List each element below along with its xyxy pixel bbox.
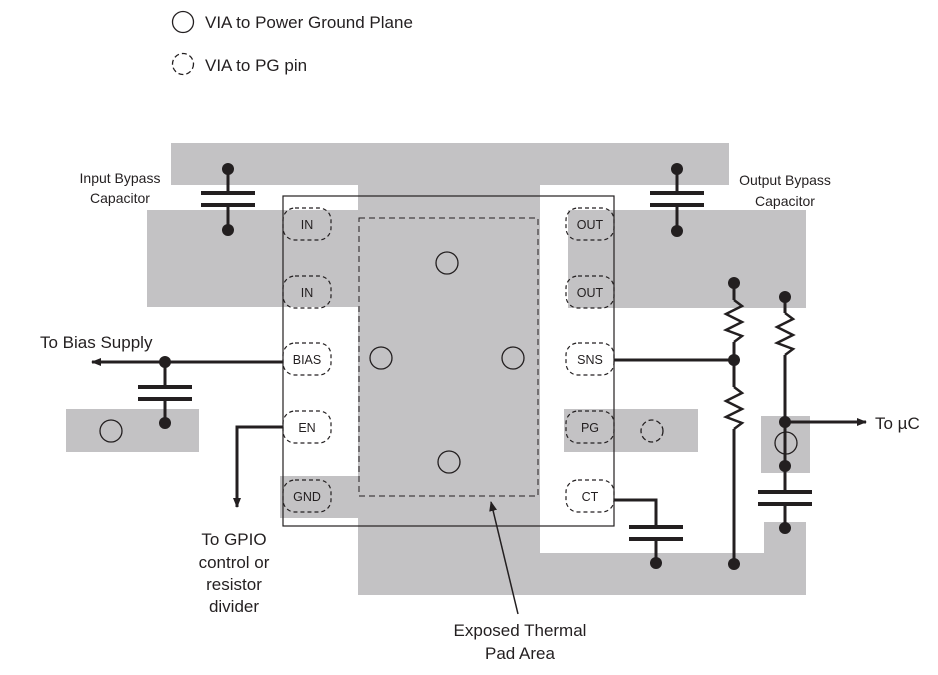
thermal-callout: [489, 501, 519, 615]
input-plane: [147, 210, 358, 307]
thermal-via-top-icon: [435, 251, 459, 275]
pin-label-in-1: IN: [301, 218, 314, 232]
thermal-pad: [358, 217, 539, 497]
legend-via-ground-label: VIA to Power Ground Plane: [205, 13, 413, 32]
thermal-via-left-icon: [369, 346, 393, 370]
output-bypass-label-line1: Output Bypass: [739, 172, 831, 188]
pin-label-in-2: IN: [301, 286, 314, 300]
gpio-label-line3: resistor: [206, 575, 262, 594]
annotations: Input Bypass Capacitor Output Bypass Cap…: [40, 170, 920, 663]
pin-label-gnd: GND: [293, 490, 321, 504]
pin-label-out-1: OUT: [577, 218, 604, 232]
pin-label-en: EN: [298, 421, 315, 435]
bias-cap-ground-via-icon: [99, 419, 123, 443]
legend-via-ground-icon: [171, 10, 195, 34]
junction-dots: [159, 163, 791, 570]
output-bypass-label-line2: Capacitor: [755, 193, 815, 209]
output-plane: [568, 210, 806, 308]
en-trace: [233, 425, 283, 508]
pin-label-sns: SNS: [577, 353, 603, 367]
gpio-label-line2: control or: [199, 553, 270, 572]
to-uc-label: To µC: [875, 414, 920, 433]
to-bias-supply-label: To Bias Supply: [40, 333, 153, 352]
pg-via-icon: [640, 419, 664, 443]
pin-label-bias: BIAS: [293, 353, 322, 367]
pin-label-pg: PG: [581, 421, 599, 435]
gnd-pin-pad: [280, 476, 358, 518]
thermal-via-right-icon: [501, 346, 525, 370]
right-ground-strip: [764, 522, 806, 595]
bottom-ground-plane: [358, 553, 806, 595]
gpio-label-line4: divider: [209, 597, 259, 616]
input-bypass-label-line2: Capacitor: [90, 190, 150, 206]
legend: VIA to Power Ground Plane VIA to PG pin: [171, 10, 413, 76]
bias-cap-ground-pad: [66, 409, 199, 452]
copper-planes: [66, 143, 810, 595]
pin-labels: IN IN BIAS EN GND OUT OUT SNS PG CT: [293, 218, 604, 504]
pin-label-out-2: OUT: [577, 286, 604, 300]
legend-via-pg-icon: [171, 52, 195, 76]
input-bypass-label-line1: Input Bypass: [80, 170, 161, 186]
thermal-via-bottom-icon: [437, 450, 461, 474]
wiring: [91, 169, 867, 615]
pg-pad: [564, 409, 698, 452]
legend-via-pg-label: VIA to PG pin: [205, 56, 307, 75]
gpio-label-line1: To GPIO: [201, 530, 266, 549]
pin-label-ct: CT: [582, 490, 599, 504]
thermal-label-line2: Pad Area: [485, 644, 555, 663]
thermal-label-line1: Exposed Thermal: [454, 621, 587, 640]
